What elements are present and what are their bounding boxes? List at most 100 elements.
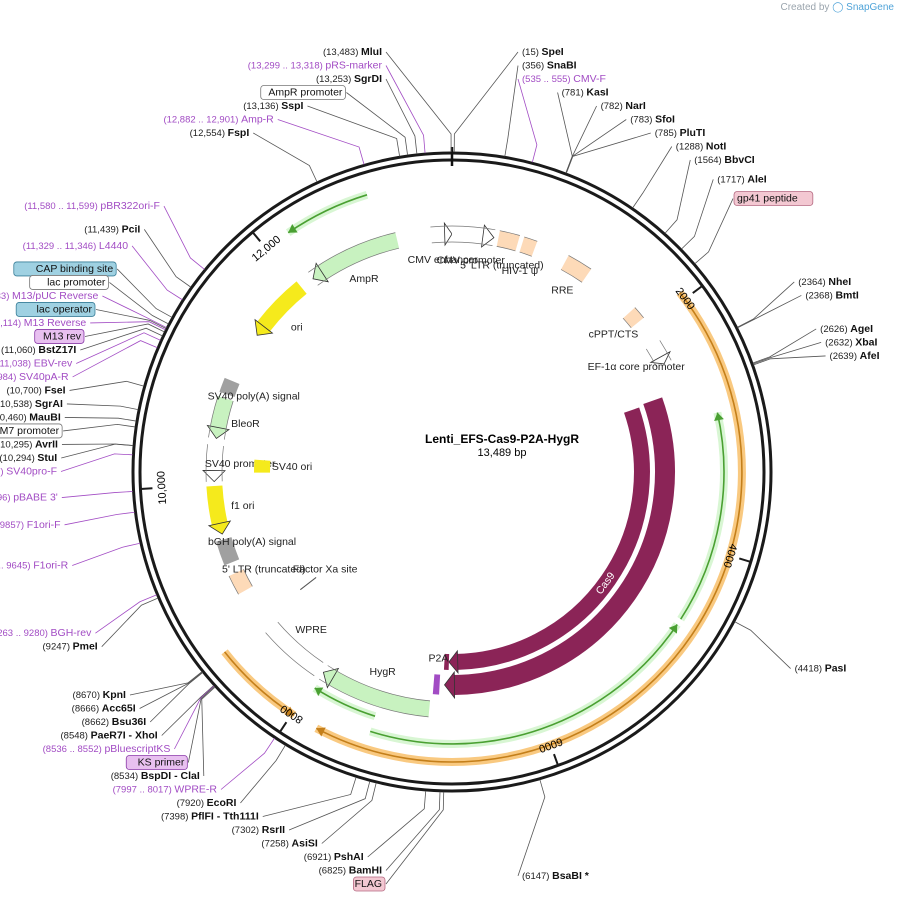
site-spei[interactable]: (15) SpeI <box>453 46 564 153</box>
site-name: AvrII <box>35 438 58 450</box>
5-ltr-truncated-feature[interactable]: 5' LTR (truncated) <box>460 230 544 272</box>
site-bstz17i[interactable]: (11,060) BstZ17I <box>1 327 163 356</box>
ori-feature[interactable]: ori <box>254 281 307 336</box>
site-gp41-peptide[interactable]: gp41 peptide <box>694 191 814 264</box>
ef-1-core-promoter-feature[interactable]: EF-1α core promoter <box>588 340 686 373</box>
site-l4440[interactable]: (11,329 .. 11,346) L4440 <box>23 240 183 301</box>
site-bmti[interactable]: (2368) BmtI <box>737 289 859 329</box>
cmv-promoter-feature[interactable]: CMV promoter <box>437 224 506 267</box>
site-pluti[interactable]: (785) PluTI <box>566 127 705 174</box>
site-pflfi-tth111i[interactable]: (7398) PflFI - Tth111I <box>161 777 357 822</box>
site-sv40pa-r[interactable]: (10,965 .. 10,984) SV40pA-R <box>0 340 158 383</box>
site-leader-line <box>131 245 183 301</box>
site-amp-r[interactable]: (12,882 .. 12,901) Amp-R <box>163 113 365 165</box>
site-position: (8534) <box>111 771 141 782</box>
site-sfoi[interactable]: (783) SfoI <box>565 113 675 174</box>
site-position: (8548) <box>61 730 91 741</box>
site-f1ori-f[interactable]: (9836 .. 9857) F1ori-F <box>0 511 135 531</box>
site-leader-line <box>753 342 822 365</box>
site-pasi[interactable]: (4418) PasI <box>734 621 847 675</box>
hygr-feature[interactable]: HygR <box>318 665 431 718</box>
site-wpre-r[interactable]: (7997 .. 8017) WPRE-R <box>113 738 275 795</box>
site-afei[interactable]: (2639) AfeI <box>753 350 880 366</box>
feature-body <box>646 340 668 361</box>
site-name: AleI <box>747 173 766 185</box>
factor-xa-site-feature[interactable]: Factor Xa site <box>293 563 358 591</box>
f1-ori-feature[interactable]: f1 ori <box>206 485 255 535</box>
site-leader-line <box>253 132 318 183</box>
site-m13-puc-reverse[interactable]: (11,111 .. 11,133) M13/pUC Reverse <box>0 290 167 328</box>
site-asisi[interactable]: (7258) AsiSI <box>261 782 377 849</box>
site-paer7i-xhoi[interactable]: (8548) PaeR7I - XhoI <box>61 685 214 742</box>
site-ecori[interactable]: (7920) EcoRI <box>177 745 286 809</box>
site-bgh-rev[interactable]: (9263 .. 9280) BGH-rev <box>0 594 157 639</box>
site-xbai[interactable]: (2632) XbaI <box>753 336 878 365</box>
site-fspi[interactable]: (12,554) FspI <box>190 127 318 183</box>
site-bsu36i[interactable]: (8662) Bsu36I <box>82 672 203 728</box>
site-position: (356) <box>522 60 547 71</box>
site-sgrai[interactable]: (10,538) SgrAI <box>0 398 139 411</box>
wpre-feature[interactable]: WPRE <box>265 621 327 677</box>
site-acc65i[interactable]: (8666) Acc65I <box>72 671 203 714</box>
sv40-ori-feature[interactable]: SV40 ori <box>253 459 312 473</box>
site-cmv-f[interactable]: (535 .. 555) CMV-F <box>517 73 606 163</box>
site-mlui[interactable]: (13,483) MluI <box>323 46 452 153</box>
site-pbluescriptks[interactable]: (8536 .. 8552) pBluescriptKS <box>43 685 215 755</box>
site-prs-marker[interactable]: (13,299 .. 13,318) pRS-marker <box>248 59 426 154</box>
site-nhei[interactable]: (2364) NheI <box>737 276 851 328</box>
site-bspdi-clai[interactable]: (8534) BspDI - ClaI <box>111 686 216 782</box>
site-ampr-promoter[interactable]: AmpR promoter <box>260 85 408 156</box>
site-sv40pro-f[interactable]: (10,223 .. 10,242) SV40pro-F <box>0 453 133 477</box>
site-em7-promoter[interactable]: EM7 promoter <box>0 423 136 439</box>
site-f1ori-r[interactable]: (9626 .. 9645) F1ori-R <box>0 542 141 571</box>
site-flag[interactable]: FLAG <box>352 791 445 892</box>
site-pcii[interactable]: (11,439) PciI <box>84 223 192 288</box>
ampr-feature[interactable]: AmpR <box>308 232 400 286</box>
site-leader-line <box>109 282 169 325</box>
site-pbabe-3[interactable]: (9976 .. 9996) pBABE 3' <box>0 491 133 503</box>
site-pshai[interactable]: (6921) PshAI <box>304 790 427 863</box>
site-fsei[interactable]: (10,700) FseI <box>6 380 144 396</box>
site-pmei[interactable]: (9247) PmeI <box>43 597 159 652</box>
site-cap-binding-site[interactable]: CAP binding site <box>13 261 173 318</box>
site-sspi[interactable]: (13,136) SspI <box>243 100 401 157</box>
feature-body <box>317 232 400 280</box>
site-kasi[interactable]: (781) KasI <box>557 86 609 174</box>
hiv-1-feature[interactable]: HIV-1 ψ <box>502 236 539 277</box>
5-ltr-truncated-feature[interactable]: 5' LTR (truncated) <box>222 563 306 595</box>
bgh-poly-a-signal-feature[interactable]: bGH poly(A) signal <box>208 536 296 566</box>
cppt-cts-feature[interactable]: cPPT/CTS <box>589 307 644 341</box>
site-ebv-rev[interactable]: (11,019 .. 11,038) EBV-rev <box>0 332 161 369</box>
bleor-feature[interactable]: BleoR <box>206 395 260 440</box>
site-agei[interactable]: (2626) AgeI <box>752 323 873 364</box>
nucleoplasmin-nls-feature[interactable]: nucleoplasmin NLS <box>402 626 493 670</box>
site-nari[interactable]: (782) NarI <box>565 100 646 174</box>
site-bamhi[interactable]: (6825) BamHI <box>319 791 441 877</box>
cmv-enhancer-feature[interactable]: CMV enhancer <box>408 221 479 266</box>
site-m13-rev[interactable]: M13 rev <box>34 323 165 344</box>
p2a-feature[interactable]: P2A <box>429 652 449 695</box>
feature-body <box>206 485 228 526</box>
site-bsabi[interactable]: (6147) BsaBI * <box>517 779 590 882</box>
site-ks-primer[interactable]: KS primer <box>125 686 215 770</box>
site-kpni[interactable]: (8670) KpnI <box>73 671 203 701</box>
site-lac-promoter[interactable]: lac promoter <box>29 275 169 325</box>
site-maubi[interactable]: (10,460) MauBI <box>0 411 137 423</box>
site-bbvci[interactable]: (1564) BbvCI <box>664 154 755 234</box>
rre-feature[interactable]: RRE <box>551 255 592 297</box>
feature-body <box>496 230 520 251</box>
site-stui[interactable]: (10,294) StuI <box>0 443 134 464</box>
feature-label: CMV promoter <box>437 255 506 267</box>
site-noti[interactable]: (1288) NotI <box>632 140 727 209</box>
site-sgrdi[interactable]: (13,253) SgrDI <box>316 73 418 154</box>
site-alei[interactable]: (1717) AleI <box>681 173 767 250</box>
site-rsrii[interactable]: (7302) RsrII <box>232 781 371 836</box>
site-snabi[interactable]: (356) SnaBI <box>504 59 577 157</box>
site-pbr322ori-f[interactable]: (11,580 .. 11,599) pBR322ori-F <box>24 200 205 270</box>
site-lac-operator[interactable]: lac operator <box>15 302 167 329</box>
sv40-poly-a-signal-feature[interactable]: SV40 poly(A) signal <box>208 377 300 403</box>
cas9-body-feature[interactable] <box>444 397 675 700</box>
site-m13-reverse[interactable]: (11,098 .. 11,114) M13 Reverse <box>0 317 166 331</box>
site-label: (2639) AfeI <box>830 350 880 362</box>
